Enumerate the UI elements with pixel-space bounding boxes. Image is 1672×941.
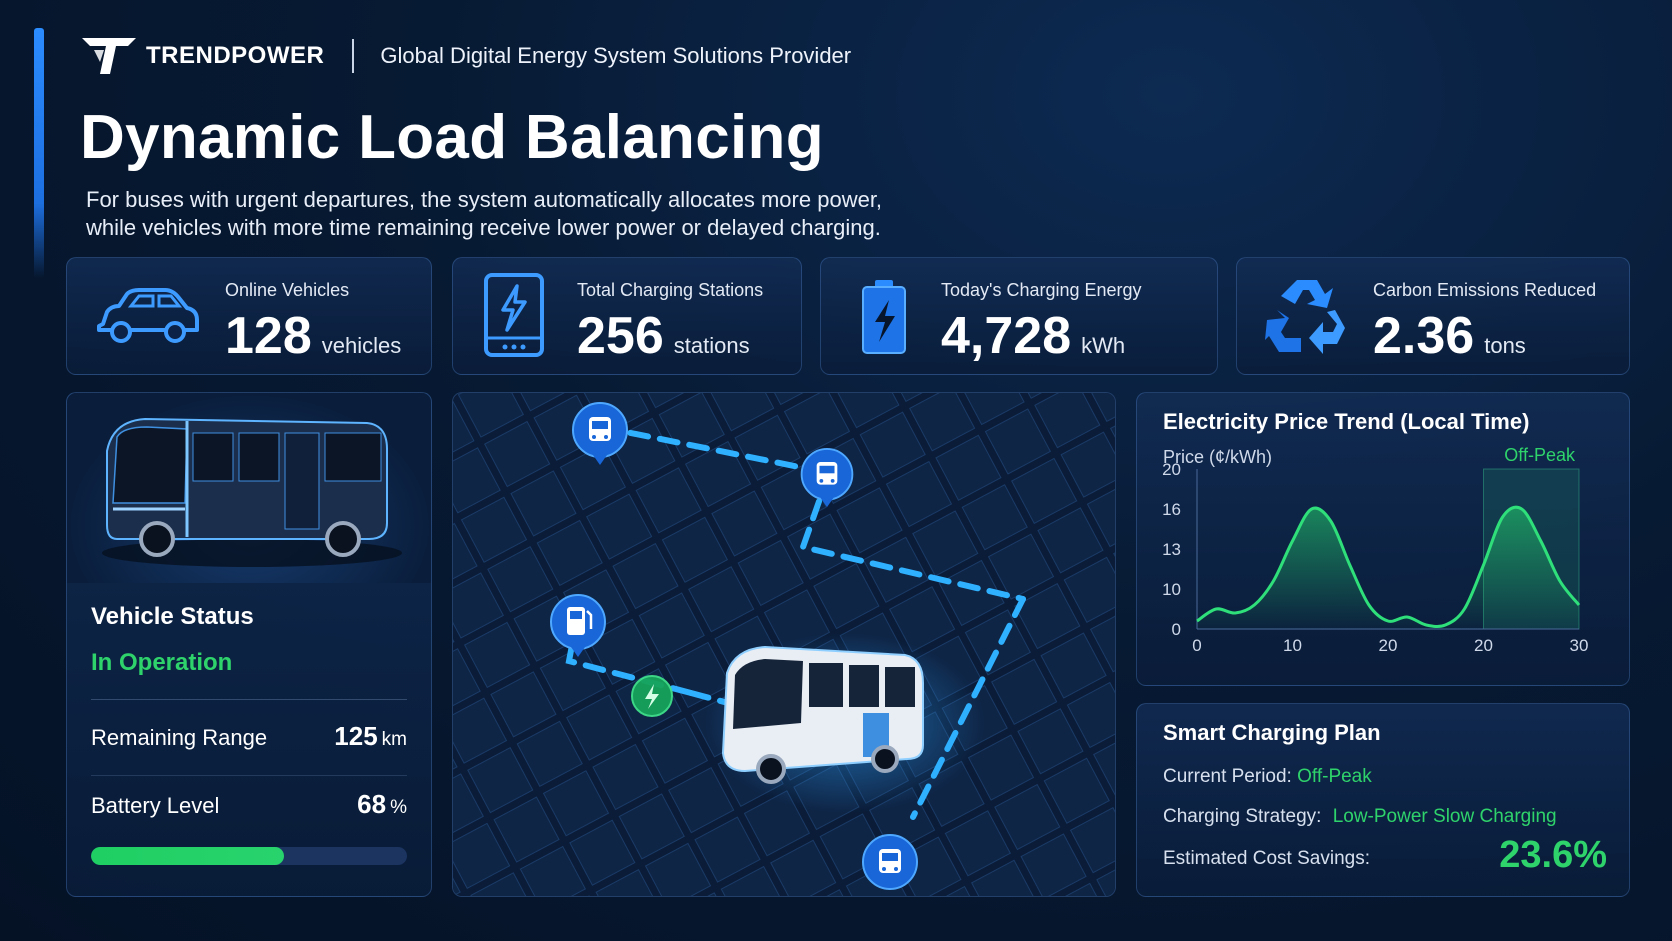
route-map[interactable] bbox=[452, 392, 1116, 897]
y-tick-label: 16 bbox=[1162, 500, 1181, 519]
map-bus-icon bbox=[721, 645, 924, 784]
chart-title: Electricity Price Trend (Local Time) bbox=[1163, 409, 1530, 434]
brand-header: TRENDPOWER Global Digital Energy System … bbox=[80, 36, 851, 76]
battery-level-unit: % bbox=[390, 797, 407, 818]
stat-label: Online Vehicles bbox=[225, 280, 350, 300]
stat-value-group: 4,728 kWh bbox=[941, 306, 1125, 366]
cost-savings-value: 23.6% bbox=[1499, 834, 1607, 876]
stat-value-group: 2.36 tons bbox=[1373, 306, 1526, 366]
brand-name: TRENDPOWER bbox=[146, 42, 325, 69]
x-tick-label: 20 bbox=[1474, 636, 1493, 655]
stat-label: Carbon Emissions Reduced bbox=[1373, 280, 1597, 300]
off-peak-label: Off-Peak bbox=[1504, 445, 1576, 465]
battery-level-label: Battery Level bbox=[91, 793, 220, 818]
bus-stop-pin-icon[interactable] bbox=[571, 401, 629, 467]
green-charger-icon[interactable] bbox=[629, 673, 675, 719]
divider bbox=[91, 775, 407, 776]
remaining-range-label: Remaining Range bbox=[91, 725, 268, 750]
divider bbox=[91, 699, 407, 700]
charging-station-icon bbox=[484, 273, 544, 357]
bus-stop-pin-icon[interactable] bbox=[799, 447, 855, 509]
price-area bbox=[1197, 507, 1579, 629]
battery-level-value: 68 bbox=[357, 789, 387, 819]
battery-progress-bar bbox=[91, 847, 407, 865]
brand-separator bbox=[352, 39, 355, 73]
charging-pin-icon[interactable] bbox=[549, 593, 607, 659]
y-tick-label: 13 bbox=[1162, 540, 1181, 559]
stat-value-group: 256 stations bbox=[577, 306, 750, 366]
stat-unit: stations bbox=[673, 333, 750, 358]
battery-level-row: Battery Level 68% bbox=[91, 789, 407, 820]
recycle-icon bbox=[1265, 280, 1345, 354]
battery-progress-fill bbox=[91, 847, 284, 865]
price-trend-card: Electricity Price Trend (Local Time) Pri… bbox=[1136, 392, 1630, 686]
stat-value: 128 bbox=[225, 307, 312, 365]
current-period-label: Current Period: bbox=[1163, 766, 1292, 787]
stat-label: Today's Charging Energy bbox=[941, 280, 1142, 300]
vehicle-status-card: Vehicle Status In Operation Remaining Ra… bbox=[66, 392, 432, 897]
bus-stop-pin-icon[interactable] bbox=[861, 833, 919, 897]
x-tick-label: 10 bbox=[1283, 636, 1302, 655]
bus-photo bbox=[67, 393, 431, 583]
y-tick-label: 10 bbox=[1162, 580, 1181, 599]
car-icon bbox=[97, 288, 199, 343]
stat-value: 2.36 bbox=[1373, 307, 1475, 365]
subtitle-line-2: while vehicles with more time remaining … bbox=[86, 215, 881, 240]
x-tick-label: 30 bbox=[1570, 636, 1589, 655]
remaining-range-unit: km bbox=[381, 729, 407, 750]
subtitle-line-1: For buses with urgent departures, the sy… bbox=[86, 187, 883, 212]
brand-tagline: Global Digital Energy System Solutions P… bbox=[380, 43, 852, 68]
stat-unit: tons bbox=[1484, 333, 1526, 358]
y-tick-label: 0 bbox=[1172, 620, 1181, 639]
stat-value: 256 bbox=[577, 307, 664, 365]
stat-label: Total Charging Stations bbox=[577, 280, 764, 300]
price-line bbox=[1196, 505, 1581, 629]
stat-value-group: 128 vehicles bbox=[225, 306, 401, 366]
page-title: Dynamic Load Balancing bbox=[80, 103, 824, 172]
accent-bar bbox=[34, 28, 44, 278]
price-trend-chart: Off-Peak 20 16 13 10 00 10 20 20 30 bbox=[1162, 445, 1589, 655]
trendpower-logo-icon bbox=[82, 38, 136, 74]
stat-unit: vehicles bbox=[321, 333, 402, 358]
vehicle-status-title: Vehicle Status bbox=[91, 603, 254, 630]
stat-card-charging-energy: Today's Charging Energy 4,728 kWh bbox=[820, 257, 1218, 375]
stat-value: 4,728 bbox=[941, 307, 1072, 365]
charging-strategy-value: Low-Power Slow Charging bbox=[1332, 806, 1557, 827]
stat-card-carbon-reduced: Carbon Emissions Reduced 2.36 tons bbox=[1236, 257, 1630, 375]
x-tick-label: 20 bbox=[1379, 636, 1398, 655]
current-period-row: Current Period: Off-Peak bbox=[1163, 766, 1372, 788]
stat-unit: kWh bbox=[1081, 333, 1126, 358]
y-tick-label: 20 bbox=[1162, 460, 1181, 479]
cost-savings-label: Estimated Cost Savings: bbox=[1163, 848, 1370, 869]
stat-card-charging-stations: Total Charging Stations 256 stations bbox=[452, 257, 802, 375]
x-tick-label: 0 bbox=[1192, 636, 1201, 655]
charging-strategy-row: Charging Strategy: Low-Power Slow Chargi… bbox=[1163, 806, 1557, 828]
bus-image-icon bbox=[102, 417, 402, 567]
stat-card-online-vehicles: Online Vehicles 128 vehicles bbox=[66, 257, 432, 375]
chart-y-label: Price (¢/kWh) bbox=[1163, 447, 1273, 467]
plan-title: Smart Charging Plan bbox=[1163, 720, 1381, 745]
battery-bolt-icon bbox=[862, 280, 906, 354]
smart-charging-plan-card: Smart Charging Plan Current Period: Off-… bbox=[1136, 703, 1630, 897]
charging-strategy-label: Charging Strategy: bbox=[1163, 806, 1322, 827]
remaining-range-value: 125 bbox=[334, 721, 378, 751]
current-period-value: Off-Peak bbox=[1297, 766, 1372, 787]
page-subtitle: For buses with urgent departures, the sy… bbox=[86, 186, 986, 242]
vehicle-status-state: In Operation bbox=[91, 649, 233, 676]
